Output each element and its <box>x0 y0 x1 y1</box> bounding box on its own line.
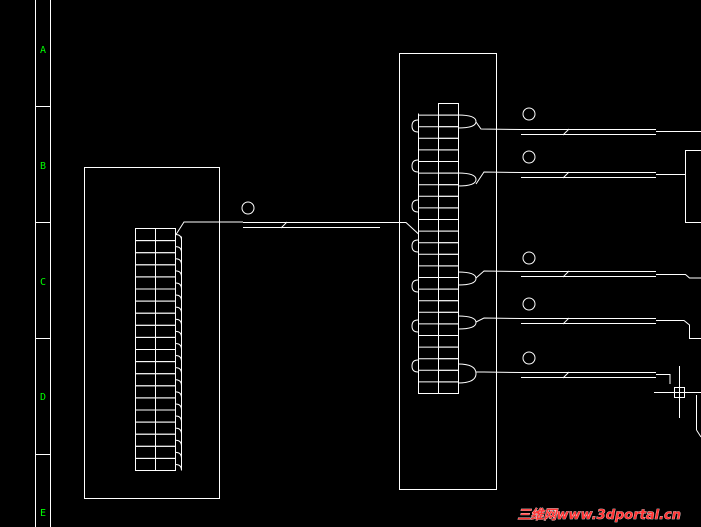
lead-wire <box>475 317 522 323</box>
cable-tag-circle-icon <box>241 201 255 215</box>
break-mark-icon <box>562 317 570 325</box>
row-label-b: B <box>40 161 46 172</box>
row-label-a: A <box>40 45 46 56</box>
cable-5[interactable] <box>476 351 656 379</box>
cable-tag-circle-icon <box>522 251 536 265</box>
cable-1[interactable] <box>475 107 656 136</box>
cable-tag-circle-icon <box>522 107 536 121</box>
loop-wire <box>457 172 477 187</box>
cable-4[interactable] <box>475 297 656 325</box>
row-labels: A B C D E <box>40 45 46 519</box>
break-mark-icon <box>562 171 570 179</box>
loop-wire <box>411 239 419 253</box>
row-label-e: E <box>40 508 46 519</box>
loop-wire <box>411 159 419 173</box>
right-terminal-strip[interactable] <box>380 103 477 394</box>
loop-wire <box>411 119 419 133</box>
cable-main[interactable] <box>241 201 380 229</box>
cable-tag-circle-icon <box>522 351 536 365</box>
watermark: 三维网www.3dportal.cn <box>518 507 681 523</box>
cables[interactable] <box>241 107 656 379</box>
lead-wire <box>475 121 522 130</box>
lead-wire <box>475 270 522 279</box>
loop-wire <box>457 271 477 286</box>
loop-wire <box>457 114 477 129</box>
row-label-d: D <box>40 392 46 403</box>
loop-wire <box>457 363 477 384</box>
loop-wire <box>411 279 419 293</box>
break-mark-icon <box>280 221 288 229</box>
loop-wire <box>411 359 419 373</box>
remote-equipment[interactable] <box>656 131 701 438</box>
break-mark-icon <box>562 270 570 278</box>
left-cabinet-outline[interactable] <box>84 167 220 499</box>
loop-wire <box>457 315 477 330</box>
break-mark-icon <box>562 371 570 379</box>
cable-2[interactable] <box>475 150 656 185</box>
break-mark-icon <box>562 128 570 136</box>
cable-3[interactable] <box>475 251 656 279</box>
loop-wire <box>411 319 419 333</box>
row-ruler <box>35 0 51 527</box>
row-label-c: C <box>40 277 46 288</box>
cad-crosshair-cursor-icon <box>654 366 701 418</box>
lead-wire <box>380 222 419 235</box>
loop-wire <box>411 199 419 213</box>
lead-wire <box>476 371 522 373</box>
lead-wire <box>475 171 522 185</box>
left-terminal-strip[interactable] <box>135 221 244 471</box>
cable-tag-circle-icon <box>522 297 536 311</box>
cable-tag-circle-icon <box>522 150 536 164</box>
lead-wire <box>175 221 243 235</box>
